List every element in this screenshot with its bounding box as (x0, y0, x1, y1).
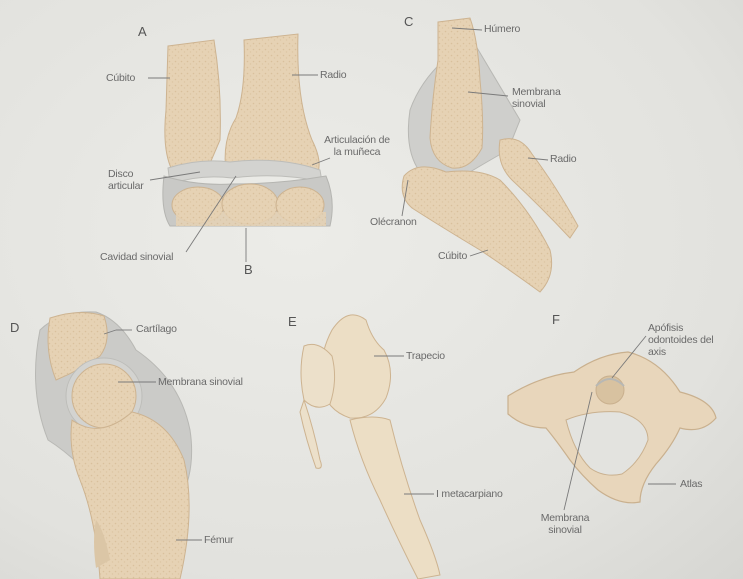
femur-bone (71, 412, 189, 579)
label-cartilago: Cartílago (136, 323, 177, 335)
label-atlas: Atlas (680, 478, 702, 490)
label-trapecio: Trapecio (406, 350, 445, 362)
label-femur: Fémur (204, 534, 233, 546)
trapezium-part-2 (301, 344, 335, 407)
label-membrana-sinovial-f: Membrana sinovial (530, 512, 600, 536)
carpal-base (176, 212, 326, 226)
hip-joint-drawing (36, 312, 192, 579)
label-apofisis-odontoides: Apófisis odontoides del axis (648, 322, 730, 358)
trapezium-lower (300, 400, 321, 468)
panel-letter-c: C (404, 14, 413, 29)
label-radio-a: Radio (320, 69, 346, 81)
label-cubito-a: Cúbito (106, 72, 135, 84)
panel-letter-a: A (138, 24, 147, 39)
radius-bone-a (225, 34, 319, 172)
panel-letter-e: E (288, 314, 297, 329)
label-metacarpiano: I metacarpiano (436, 488, 503, 500)
label-membrana-sinovial-c: Membrana sinovial (512, 86, 572, 110)
label-radio-c: Radio (550, 153, 576, 165)
label-cubito-c: Cúbito (438, 250, 467, 262)
label-humero: Húmero (484, 23, 520, 35)
label-disco-articular: Disco articular (108, 168, 154, 192)
label-cavidad-sinovial: Cavidad sinovial (100, 251, 173, 263)
label-articulacion-muneca: Articulación de la muñeca (322, 134, 392, 158)
panel-letter-b: B (244, 262, 253, 277)
label-olecranon: Olécranon (370, 216, 417, 228)
dens-of-axis (596, 376, 624, 404)
metacarpal-bone (350, 417, 440, 579)
panel-letter-d: D (10, 320, 19, 335)
panel-letter-f: F (552, 312, 560, 327)
ulna-bone-a (165, 40, 221, 170)
wrist-joint-drawing (163, 34, 332, 226)
label-membrana-sinovial-d: Membrana sinovial (158, 376, 243, 388)
